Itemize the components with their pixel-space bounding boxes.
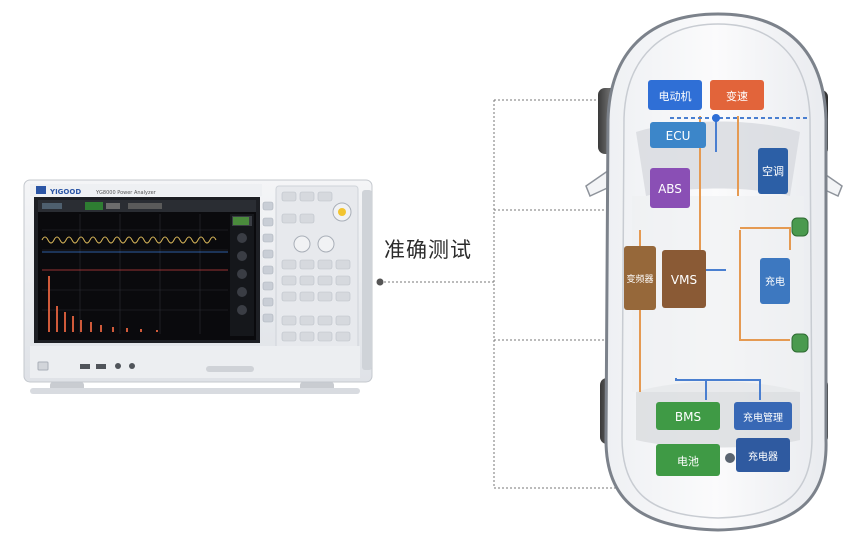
module-charge-management: 充电管理 [734, 402, 792, 430]
svg-text:VMS: VMS [671, 273, 697, 287]
module-ecu: ECU [650, 122, 706, 148]
svg-text:ECU: ECU [666, 129, 691, 143]
svg-text:变频器: 变频器 [626, 273, 653, 285]
car-diagram: 电动机 变速 ECU 空调 ABS 变频器 VMS 充电 [585, 12, 843, 532]
svg-text:空调: 空调 [762, 164, 784, 178]
usb-port [96, 364, 106, 369]
harmonic-bars [48, 276, 158, 332]
power-analyzer: YIGOOD YG8000 Power Analyzer [23, 179, 373, 394]
module-converter: 变频器 [624, 246, 656, 310]
usb-port [80, 364, 90, 369]
module-onboard-charger: 充电器 [736, 438, 790, 472]
module-motor: 电动机 [648, 80, 702, 110]
port-icon [791, 333, 809, 353]
connector-dot [376, 278, 384, 286]
svg-text:变速: 变速 [726, 89, 748, 103]
svg-text:充电管理: 充电管理 [743, 411, 783, 424]
brand-logo-icon [36, 186, 46, 194]
module-transmission: 变速 [710, 80, 764, 110]
svg-text:电动机: 电动机 [659, 89, 692, 103]
module-ac: 空调 [758, 148, 788, 194]
module-vms: VMS [662, 250, 706, 308]
svg-text:充电器: 充电器 [748, 450, 778, 463]
screen-softkeys[interactable] [262, 201, 274, 323]
module-abs: ABS [650, 168, 690, 208]
svg-text:充电: 充电 [765, 275, 785, 288]
knob-icon[interactable] [293, 235, 311, 253]
port-icon [791, 217, 809, 237]
module-bms: BMS [656, 402, 720, 430]
model-text: YG8000 Power Analyzer [95, 190, 157, 196]
brand-text: YIGOOD [49, 188, 81, 196]
waveform-trace [41, 236, 217, 244]
power-button[interactable] [37, 361, 49, 371]
module-battery: 电池 [656, 444, 720, 476]
svg-text:BMS: BMS [675, 410, 701, 424]
svg-text:电池: 电池 [677, 455, 699, 468]
center-label: 准确测试 [384, 238, 472, 262]
svg-text:ABS: ABS [658, 182, 682, 196]
module-charger-port: 充电 [760, 258, 790, 304]
knob-icon[interactable] [317, 235, 335, 253]
